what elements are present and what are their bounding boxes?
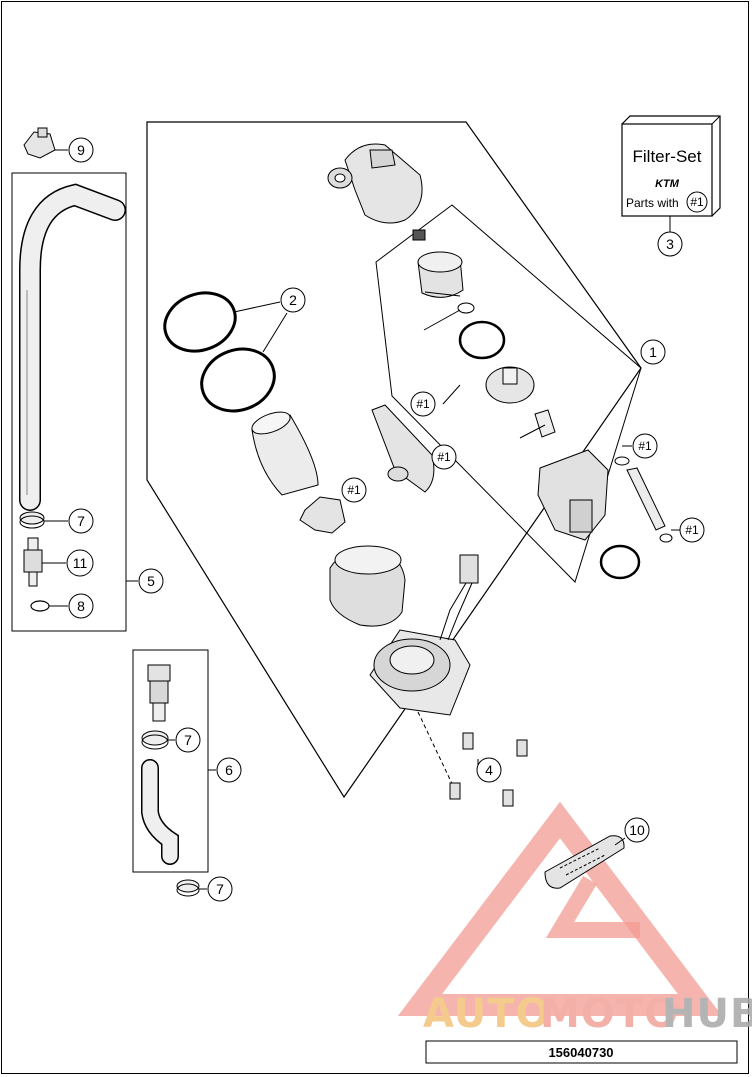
- hose-clamp-part: [19, 511, 45, 529]
- svg-text:7: 7: [77, 513, 85, 529]
- filter-set-parts-tag: #1: [690, 195, 704, 209]
- watermark-triangle: [397, 801, 723, 1016]
- hose-clamp-part-3: [176, 879, 200, 897]
- callout-11: 11: [66, 549, 94, 577]
- svg-text:9: 9: [77, 142, 85, 158]
- wire-connector-part: [439, 554, 479, 641]
- long-fuel-hose: [19, 183, 126, 511]
- elbow-connector-part: [147, 664, 171, 722]
- callout-4: 4: [476, 757, 502, 783]
- medium-o-ring: [458, 320, 506, 360]
- hose-clip-part: [23, 127, 56, 159]
- ktm-logo: KTM: [655, 178, 680, 190]
- outlet-tube-part: [534, 409, 556, 438]
- filter-set-box: Filter-Set KTM Parts with #1: [621, 115, 721, 217]
- svg-text:7: 7: [184, 732, 192, 748]
- watermark-text-hub: HUB: [662, 991, 752, 1037]
- filter-sleeve-part: [251, 411, 319, 496]
- callout-7-box6: 7: [175, 727, 201, 753]
- callout-3: 3: [657, 231, 683, 257]
- hose-kit-box: [11, 172, 127, 632]
- svg-text:4: 4: [485, 762, 493, 778]
- svg-text:10: 10: [629, 822, 645, 838]
- main-assembly-outline: [146, 121, 642, 799]
- hose-clamp-part-2: [141, 730, 169, 750]
- pump-head-part: [327, 143, 423, 224]
- watermark-text-moto: MOTO: [540, 991, 679, 1037]
- label-plate-part: [544, 835, 625, 889]
- hash-tag-5: #1: [679, 517, 705, 543]
- connector-kit-box: [132, 649, 209, 873]
- pump-housing-part: [329, 545, 406, 627]
- callout-5: 5: [138, 568, 164, 594]
- large-o-ring-2: [200, 347, 276, 413]
- callout-2: 2: [280, 287, 306, 313]
- svg-text:3: 3: [666, 236, 674, 252]
- small-o-ring-1: [457, 302, 475, 314]
- large-o-ring-1: [163, 291, 237, 353]
- filter-set-parts-text: Parts with: [626, 196, 679, 210]
- retaining-clip-part: [299, 496, 346, 534]
- svg-text:2: 2: [289, 292, 297, 308]
- quick-connector-part: [23, 537, 43, 587]
- short-bent-hose: [141, 759, 179, 865]
- pump-flange-part: [369, 629, 471, 716]
- fuel-filter-part: [412, 229, 464, 298]
- small-o-ring-3: [659, 533, 673, 543]
- svg-text:5: 5: [147, 573, 155, 589]
- callout-7-box5: 7: [68, 508, 94, 534]
- watermark-logo: AUTO MOTO HUB: [397, 801, 752, 1037]
- hash-tag-3: #1: [431, 444, 457, 470]
- callout-7-bottom: 7: [207, 876, 233, 902]
- callout-9: 9: [68, 137, 94, 163]
- svg-text:8: 8: [77, 598, 85, 614]
- long-pin-part: [626, 467, 666, 531]
- svg-text:#1: #1: [437, 450, 451, 464]
- filter-cap-part: [485, 366, 535, 404]
- svg-text:#1: #1: [685, 523, 699, 537]
- callout-10: 10: [624, 817, 650, 843]
- hash-tag-1: #1: [410, 391, 436, 417]
- svg-text:1: 1: [649, 344, 657, 360]
- drawing-number-box: 156040730: [425, 1040, 738, 1064]
- drawing-number: 156040730: [548, 1045, 613, 1060]
- svg-text:7: 7: [216, 881, 224, 897]
- callout-1: 1: [640, 339, 666, 365]
- callout-8: 8: [68, 593, 94, 619]
- o-ring-part: [30, 600, 50, 612]
- small-o-ring-2: [614, 456, 630, 466]
- svg-text:#1: #1: [416, 397, 430, 411]
- hash-tag-2: #1: [632, 433, 658, 459]
- svg-text:6: 6: [225, 762, 233, 778]
- regulator-assembly-part: [537, 449, 609, 541]
- callout-6: 6: [216, 757, 242, 783]
- grommet-part: [387, 466, 409, 482]
- watermark-text-auto: AUTO: [423, 991, 551, 1037]
- hash-tag-4: #1: [341, 477, 367, 503]
- svg-text:#1: #1: [347, 483, 361, 497]
- screw-parts: [449, 732, 528, 807]
- svg-text:11: 11: [73, 555, 88, 571]
- filter-set-title: Filter-Set: [633, 147, 702, 166]
- svg-text:#1: #1: [638, 439, 652, 453]
- lower-o-ring: [599, 544, 641, 580]
